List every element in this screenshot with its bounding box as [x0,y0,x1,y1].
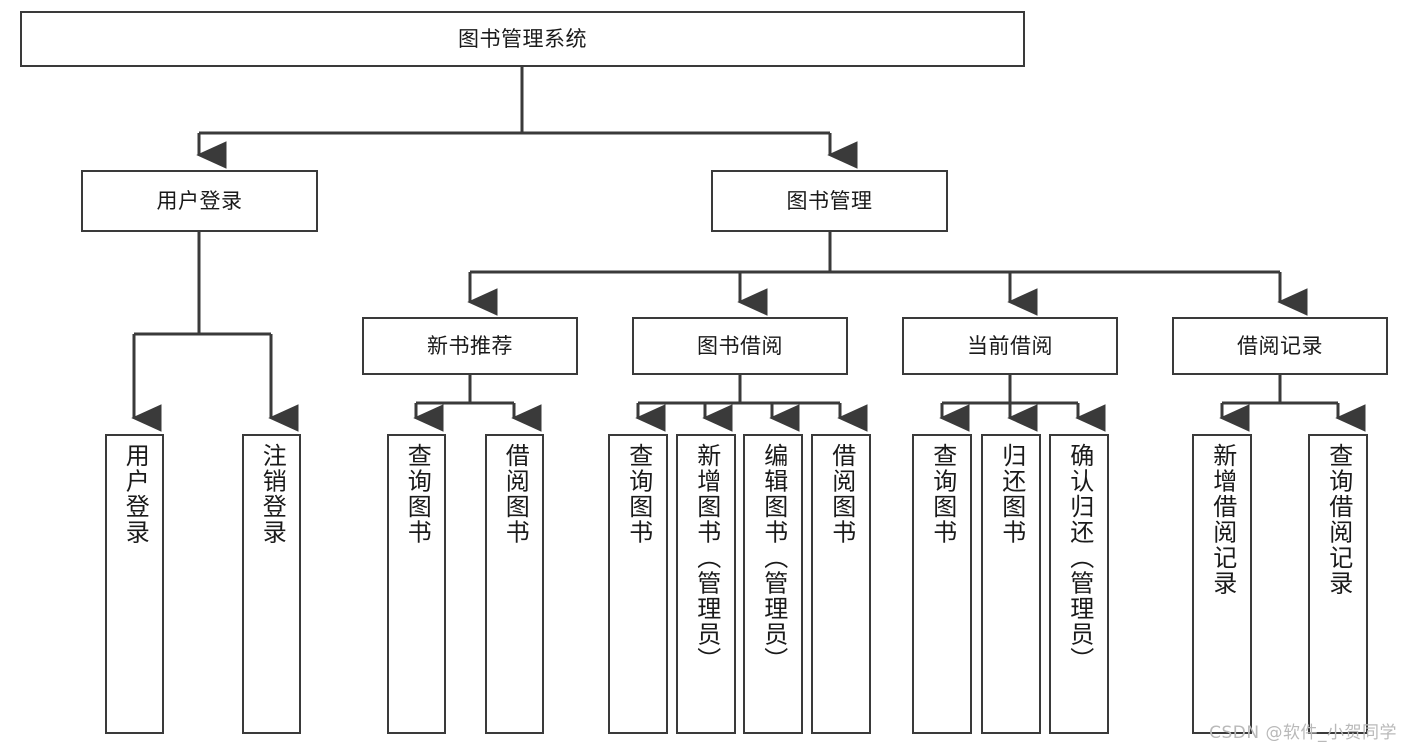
leaf-query-book-1[interactable]: 查询图书 [387,434,446,734]
leaf-logout-login-label: 注销登录 [258,443,287,545]
leaf-confirm-return-label: 确认归还（管理员） [1065,443,1094,673]
leaf-add-book[interactable]: 新增图书（管理员） [676,434,736,734]
leaf-borrow-book-2-label: 借阅图书 [827,443,856,545]
node-new-book-recommend-label: 新书推荐 [427,333,513,358]
leaf-return-book[interactable]: 归还图书 [981,434,1041,734]
leaf-query-book-3-label: 查询图书 [928,443,957,545]
node-new-book-recommend[interactable]: 新书推荐 [362,317,578,375]
leaf-add-record-label: 新增借阅记录 [1208,443,1237,596]
node-user-login[interactable]: 用户登录 [81,170,318,232]
leaf-user-login-label: 用户登录 [121,443,150,545]
leaf-logout-login[interactable]: 注销登录 [242,434,301,734]
node-book-manage-label: 图书管理 [786,188,873,213]
csdn-watermark: CSDN @软件_小贺同学 [1209,723,1397,743]
leaf-borrow-book-1-label: 借阅图书 [501,443,530,545]
leaf-borrow-book-1[interactable]: 借阅图书 [485,434,544,734]
leaf-return-book-label: 归还图书 [997,443,1026,545]
leaf-user-login[interactable]: 用户登录 [105,434,164,734]
leaf-confirm-return[interactable]: 确认归还（管理员） [1049,434,1109,734]
leaf-query-book-2[interactable]: 查询图书 [608,434,668,734]
node-borrow-record[interactable]: 借阅记录 [1172,317,1388,375]
leaf-query-record-label: 查询借阅记录 [1324,443,1353,596]
node-borrow-record-label: 借阅记录 [1237,333,1323,358]
leaf-query-record[interactable]: 查询借阅记录 [1308,434,1368,734]
node-user-login-label: 用户登录 [156,188,243,213]
leaf-borrow-book-2[interactable]: 借阅图书 [811,434,871,734]
node-current-borrow-label: 当前借阅 [967,333,1053,358]
node-book-borrow-label: 图书借阅 [697,333,783,358]
leaf-query-book-3[interactable]: 查询图书 [912,434,972,734]
node-root[interactable]: 图书管理系统 [20,11,1025,67]
node-book-manage[interactable]: 图书管理 [711,170,948,232]
leaf-edit-book-label: 编辑图书（管理员） [759,443,788,673]
leaf-edit-book[interactable]: 编辑图书（管理员） [743,434,803,734]
leaf-add-book-label: 新增图书（管理员） [692,443,721,673]
node-book-borrow[interactable]: 图书借阅 [632,317,848,375]
leaf-add-record[interactable]: 新增借阅记录 [1192,434,1252,734]
node-current-borrow[interactable]: 当前借阅 [902,317,1118,375]
leaf-query-book-2-label: 查询图书 [624,443,653,545]
leaf-query-book-1-label: 查询图书 [403,443,432,545]
node-root-label: 图书管理系统 [458,26,587,51]
